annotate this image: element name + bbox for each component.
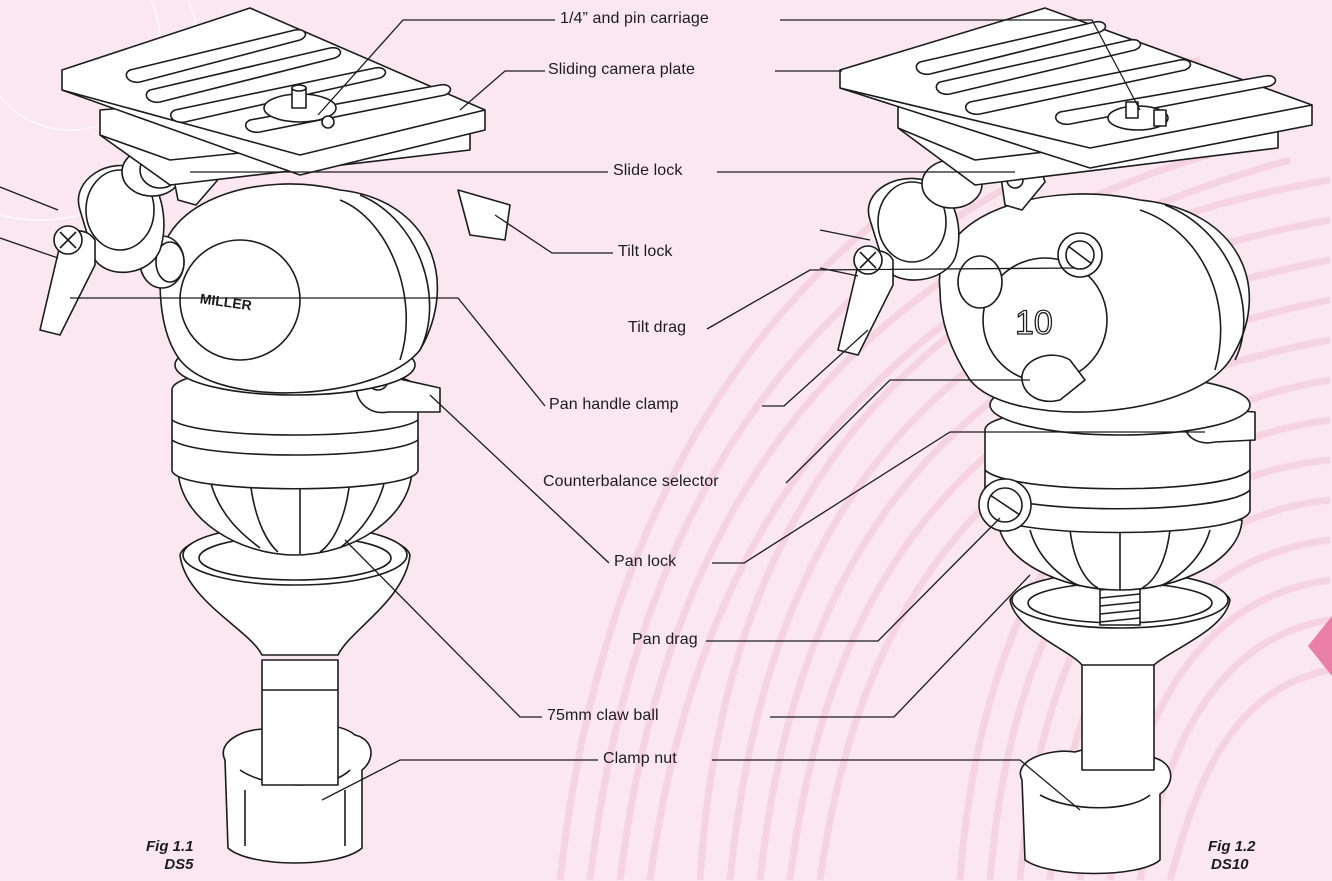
leader-pan-lock-left: [429, 394, 610, 564]
label-pan-lock: Pan lock: [614, 553, 677, 570]
figure-number-right: Fig 1.2: [1208, 838, 1256, 855]
ds5-stem: [261, 659, 339, 786]
ds10-dial-number: 10: [1015, 304, 1053, 342]
leader-sliding-plate-left: [459, 70, 545, 111]
leader-pan-handle-clamp-right: [762, 329, 869, 407]
label-clamp-nut: Clamp nut: [603, 750, 677, 767]
leader-claw-ball-right: [770, 574, 1031, 718]
ds5-badge-disc: [179, 239, 301, 361]
ds5-logo: MILLER: [199, 290, 253, 313]
label-sliding-camera-plate: Sliding camera plate: [548, 61, 695, 78]
ds5-fluid-head: MILLER: [39, 7, 511, 864]
ds10-counterbalance-knob: [1021, 354, 1086, 402]
figure-caption-right: Fig 1.2 DS10: [1208, 838, 1256, 874]
leader-pan-lock-right: [712, 431, 1205, 564]
page-tab-marker: [1308, 616, 1332, 676]
label-pan-drag: Pan drag: [632, 631, 698, 648]
label-tilt-lock: Tilt lock: [618, 243, 673, 260]
leader-tilt-lock: [494, 214, 613, 254]
leader-lines: [0, 19, 1205, 811]
leader-tilt-drag: [706, 267, 1076, 330]
leader-pin-carriage-left: [317, 19, 555, 116]
figure-model-right: DS10: [1211, 856, 1249, 873]
leader-counterbalance: [785, 379, 1030, 484]
figure-model-left: DS5: [164, 856, 194, 873]
leader-clamp-nut-right: [712, 759, 1081, 811]
ds10-stem: [1081, 659, 1155, 771]
leader-pan-handle-clamp-left: [70, 297, 546, 407]
label-claw-ball: 75mm claw ball: [547, 707, 659, 724]
leader-pin-carriage-right: [780, 19, 1141, 111]
leader-pan-drag: [706, 517, 1001, 642]
figure-caption-left: Fig 1.1 DS5: [146, 838, 194, 874]
leader-clamp-nut-left: [321, 759, 598, 801]
ds5-tilt-lock: [457, 189, 511, 241]
ds10-clamp-nut: [1019, 745, 1172, 875]
leader-claw-ball-left: [344, 539, 542, 718]
figure-number-left: Fig 1.1: [146, 838, 194, 855]
label-tilt-drag: Tilt drag: [628, 319, 687, 336]
label-slide-lock: Slide lock: [613, 162, 683, 179]
ds10-fluid-head: 10: [837, 7, 1313, 875]
ds5-claw-ball: [177, 469, 413, 556]
label-pin-carriage: 1/4” and pin carriage: [560, 10, 709, 27]
label-counterbalance-selector: Counterbalance selector: [543, 473, 719, 490]
label-pan-handle-clamp: Pan handle clamp: [549, 396, 679, 413]
